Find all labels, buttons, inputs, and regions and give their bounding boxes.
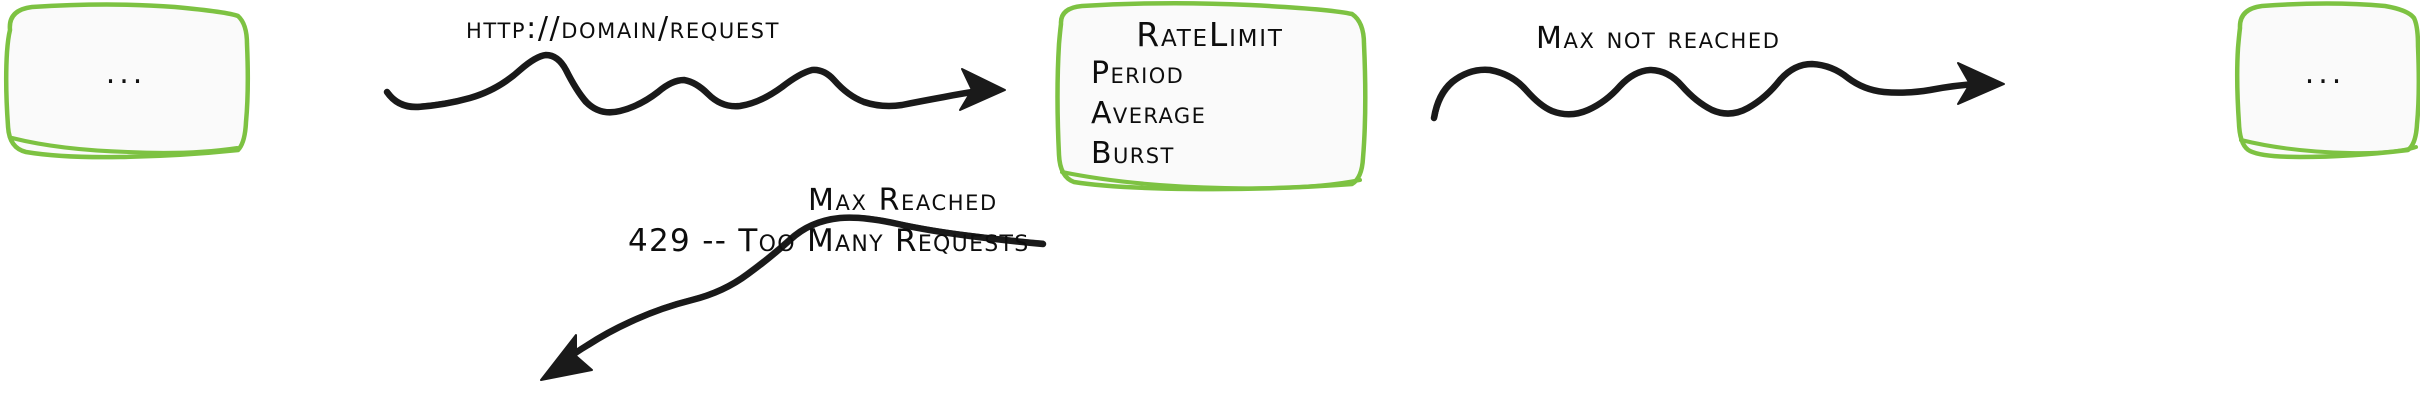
node-client-content: ... [2,4,250,156]
node-ratelimit[interactable]: RateLimit Period Average Burst [1053,2,1367,190]
ratelimit-field-average: Average [1091,96,1207,131]
node-backend-shape [2234,1,2420,160]
edge-label-request: http://domain/request [466,11,781,46]
node-backend-label: ... [2304,56,2346,91]
node-client-shape [3,2,251,160]
edge-label-max-not-reached: Max not reached [1536,21,1781,56]
ratelimit-field-burst: Burst [1091,136,1175,171]
edge-request-arrow [383,51,1006,116]
edge-max-reached-arrow [540,214,1047,381]
node-client[interactable]: ... [2,4,250,156]
edge-label-429-too-many-requests: 429 -- Too Many Requests [628,223,1030,259]
node-client-label: ... [105,56,147,91]
edge-label-max-reached: Max Reached [808,183,998,218]
node-backend-content: ... [2231,4,2419,156]
ratelimit-title: RateLimit [1136,15,1284,54]
ratelimit-field-period: Period [1091,56,1185,91]
edge-max-not-reached-arrow [1430,60,2005,122]
node-backend[interactable]: ... [2231,4,2419,156]
node-ratelimit-shape [1055,0,1368,192]
